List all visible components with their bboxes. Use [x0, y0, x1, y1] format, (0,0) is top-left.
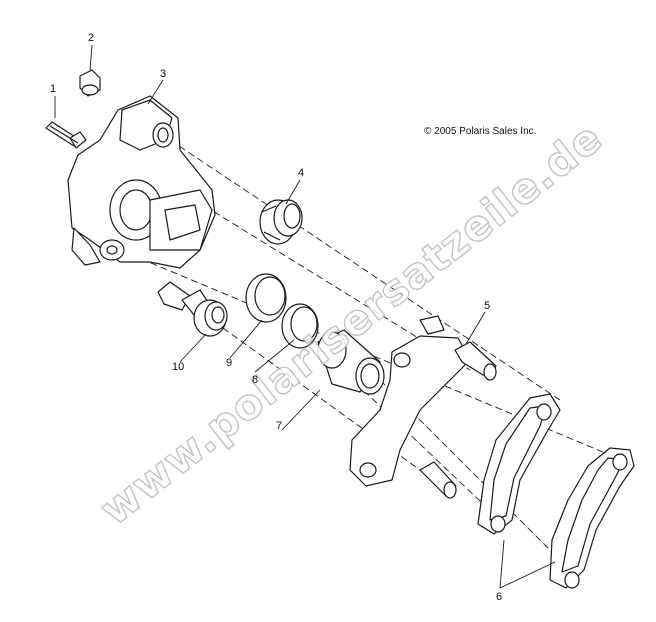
callout-1: 1 [50, 83, 57, 95]
callout-6: 6 [496, 591, 503, 603]
callout-10: 10 [172, 361, 185, 373]
callout-7: 7 [276, 420, 283, 432]
part-2-cap [79, 69, 101, 97]
part-3-caliper-body [67, 95, 216, 269]
callout-5: 5 [484, 300, 491, 312]
callout-3: 3 [160, 68, 167, 80]
callout-leader-lines [54, 44, 556, 589]
part-7-piston [317, 329, 385, 395]
part-10-slide-pin [157, 281, 228, 337]
part-9-seal [245, 273, 287, 323]
part-1-bleeder-screw [45, 121, 87, 149]
callout-2: 2 [88, 32, 95, 44]
callout-4: 4 [298, 167, 305, 179]
part-6-brake-pads [477, 393, 635, 589]
callout-9: 9 [226, 357, 233, 369]
part-4-boot [259, 199, 303, 245]
callout-8: 8 [252, 374, 259, 386]
part-8-seal [281, 303, 319, 349]
copyright-notice: © 2005 Polaris Sales Inc. [424, 126, 537, 137]
part-5-bracket [349, 315, 497, 499]
